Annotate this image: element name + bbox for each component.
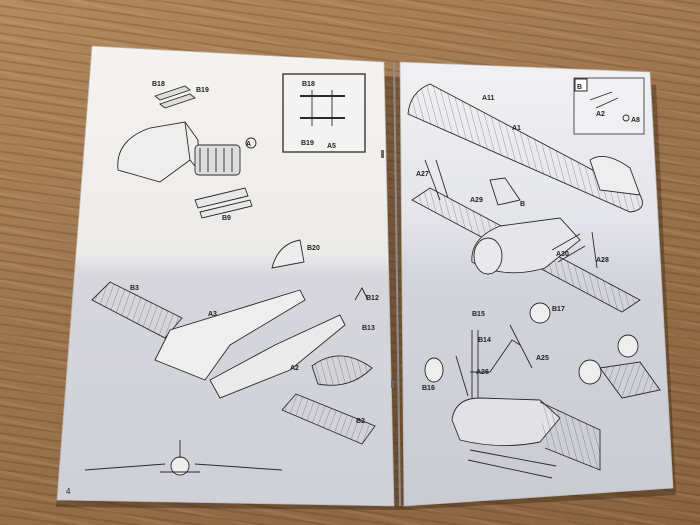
inset-label: B19 — [301, 140, 314, 147]
part-label: A25 — [536, 355, 549, 362]
part-label: A28 — [596, 257, 609, 264]
part-label: B17 — [552, 306, 565, 313]
left-page-labels: B18 B19 A B9 B20 B3 A3 B12 B13 A2 B2 B18… — [66, 81, 379, 496]
part-label: A27 — [416, 171, 429, 178]
inset-callout: B — [577, 84, 582, 91]
page-number-left: 4 — [66, 487, 71, 496]
inset-label: A5 — [327, 143, 336, 150]
part-label: A30 — [556, 251, 569, 258]
part-label: B — [520, 201, 525, 208]
part-label: A — [246, 141, 251, 148]
part-label: B14 — [478, 337, 491, 344]
part-label: B16 — [422, 385, 435, 392]
part-label: A11 — [482, 95, 495, 102]
left-page-diagrams — [84, 73, 376, 476]
part-label: B13 — [362, 325, 375, 332]
inset-label: B18 — [302, 81, 315, 88]
part-label: B18 — [152, 81, 165, 88]
part-label: B20 — [307, 245, 320, 252]
spine — [393, 61, 401, 507]
part-label: B9 — [222, 215, 231, 222]
right-page-diagrams — [407, 77, 661, 479]
part-label: A29 — [470, 197, 483, 204]
part-label: A26 — [476, 369, 489, 376]
part-label: B12 — [366, 295, 379, 302]
part-label: B2 — [356, 418, 365, 425]
part-label: A1 — [512, 125, 521, 132]
inset-label: A2 — [596, 111, 605, 118]
right-page-labels: A11 A1 A27 A29 B A30 A28 B15 B17 B14 A25… — [416, 84, 640, 392]
part-label: B15 — [472, 311, 485, 318]
part-label: A3 — [208, 311, 217, 318]
part-label: B19 — [196, 87, 209, 94]
part-label: B3 — [130, 285, 139, 292]
part-label: A2 — [290, 365, 299, 372]
inset-label: A8 — [631, 117, 640, 124]
